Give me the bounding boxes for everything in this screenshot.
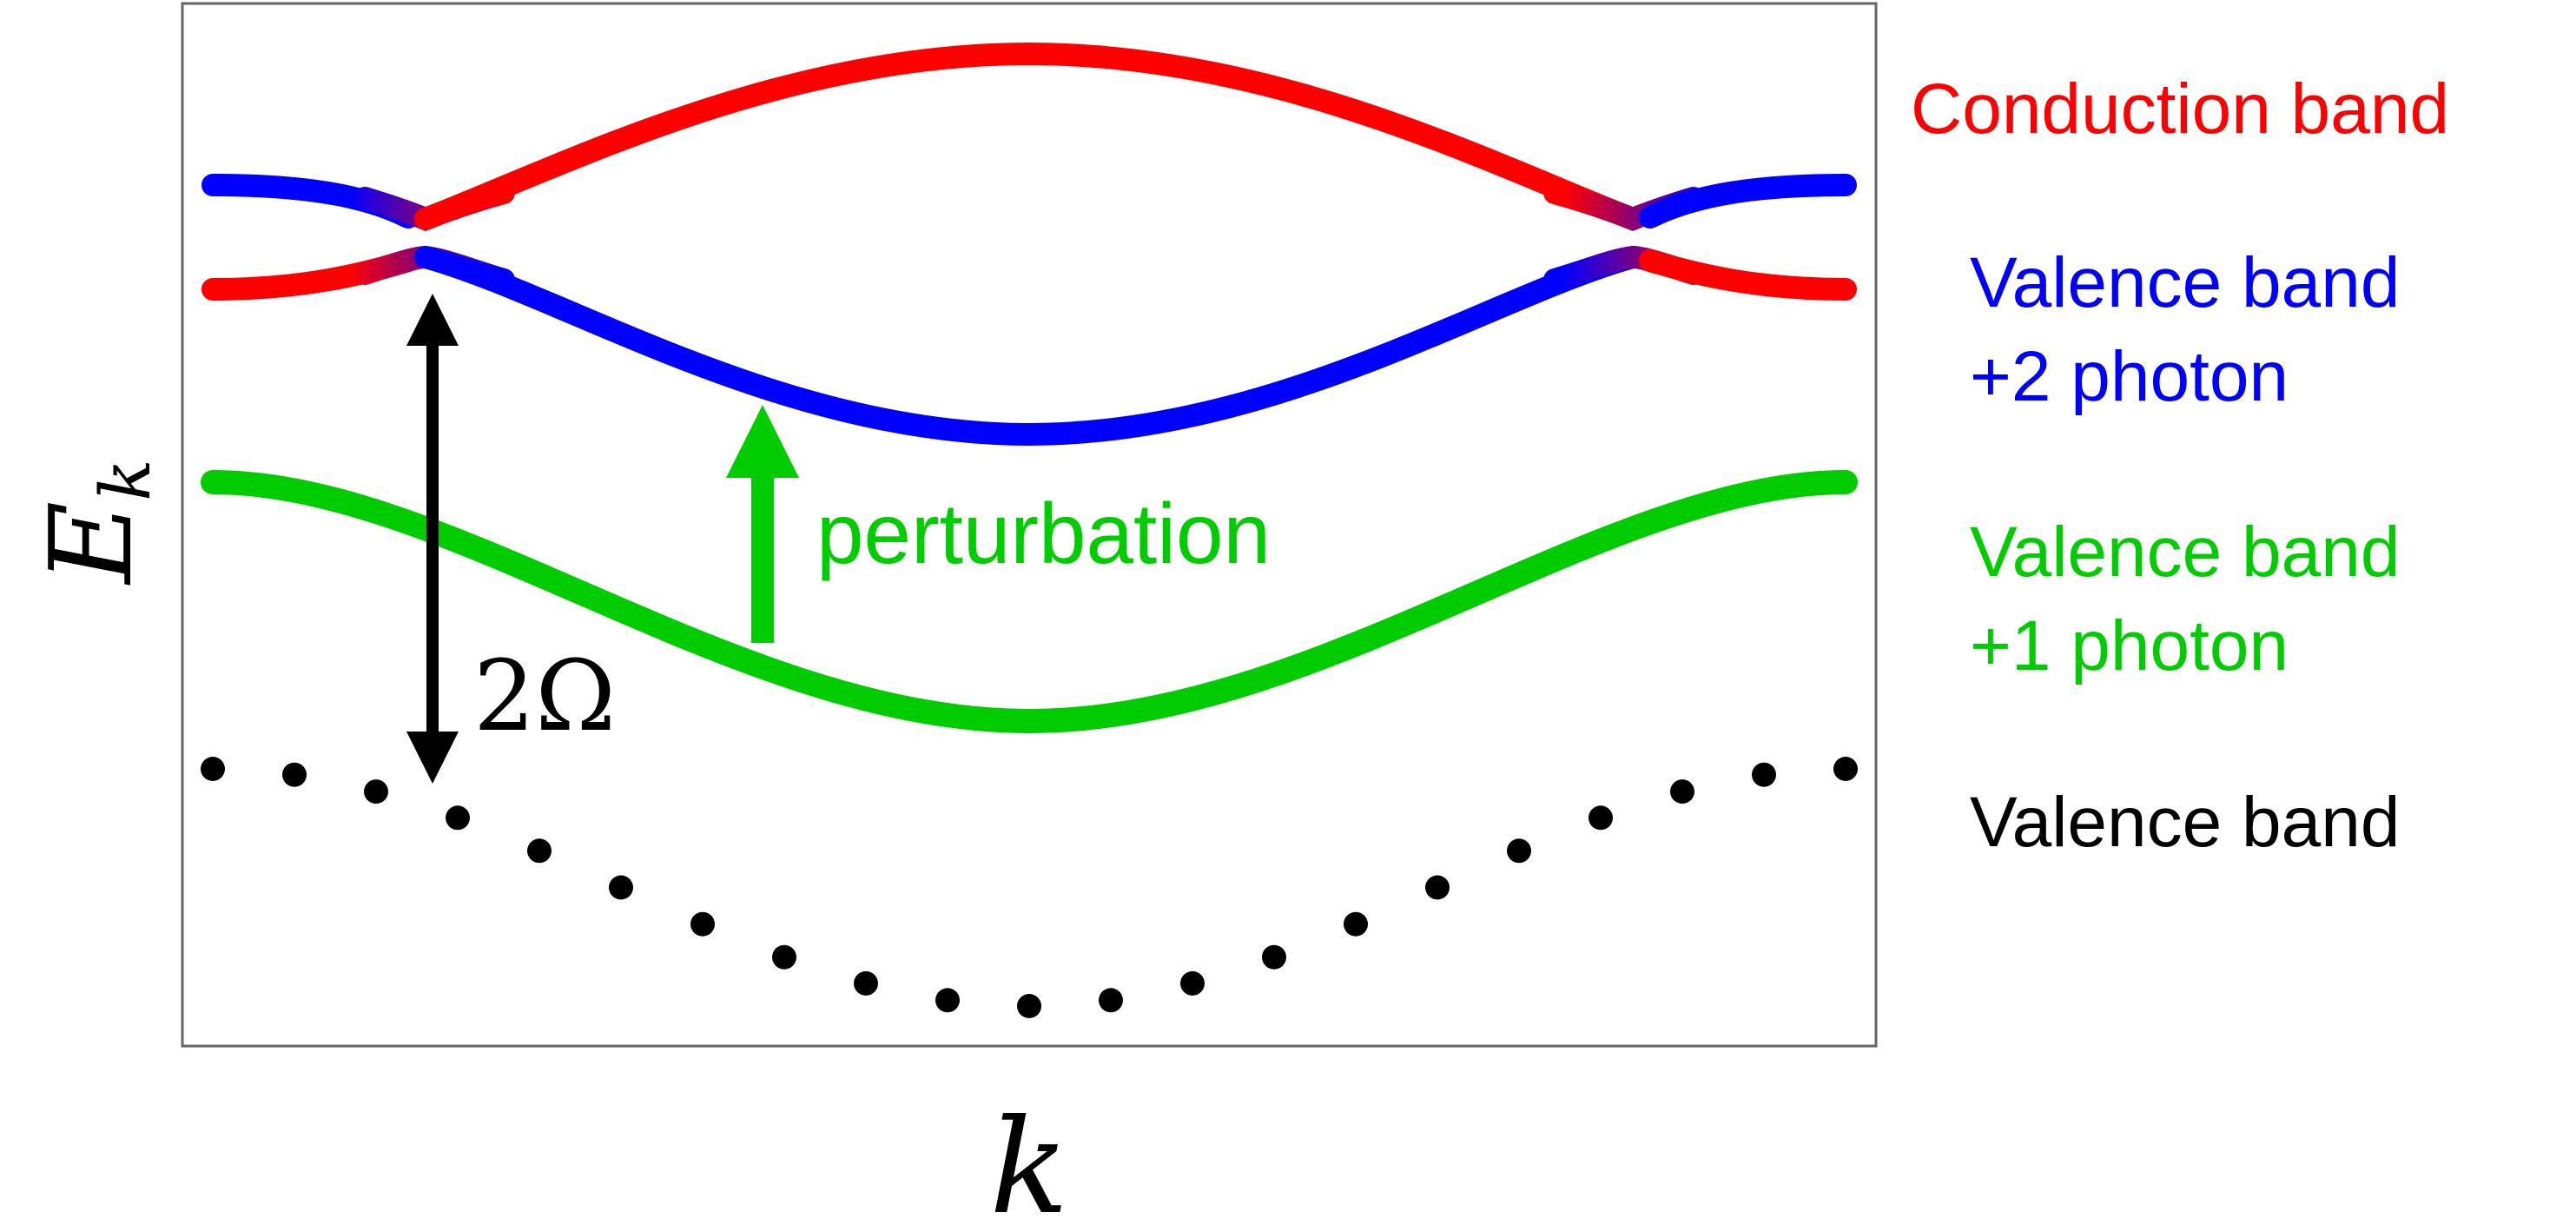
upper-band-middle-red [414,42,1644,230]
legend-conduction-text: Conduction band [1911,70,2450,149]
gap-arrow-head-bottom [406,732,459,784]
legend-valence-plus1: Valence band +1 photon [1970,506,2400,693]
valence-band-dot [1752,762,1776,787]
lower-band-middle-blue [414,246,1644,447]
valence-band-dot [527,838,552,864]
valence-band-dot [1344,911,1368,937]
legend-valence-plus2-line2: +2 photon [1970,337,2289,416]
perturbation-arrow [726,405,799,643]
legend-valence: Valence band [1970,776,2400,870]
valence-band-dot [1670,779,1694,805]
gap-arrow-head-top [406,294,459,346]
legend-valence-plus1-line1: Valence band [1970,513,2401,592]
valence-plus1-band [201,470,1858,734]
plot-frame [181,2,1878,1048]
valence-dotted-band [201,757,1858,1018]
legend-valence-plus2: Valence band +2 photon [1970,236,2400,424]
y-axis-label: Ek [25,459,166,585]
lower-hybrid-band [201,245,1857,447]
gap-arrow [406,294,459,784]
valence-band-dot [282,762,307,787]
valence-band-dot [1262,944,1286,970]
valence-band-dot [1017,994,1041,1018]
legend-conduction: Conduction band [1911,63,2449,156]
valence-band-dot [1180,970,1205,996]
legend-valence-plus2-line1: Valence band [1970,243,2401,322]
valence-band-dot [1425,875,1450,900]
valence-band-dot [1099,988,1123,1013]
valence-band-dot [201,757,225,781]
perturbation-label: perturbation [816,486,1271,581]
valence-band-dot [772,944,796,970]
lower-band-right-red [1639,249,1857,301]
perturbation-arrow-head [726,405,799,478]
legend-valence-text: Valence band [1970,783,2401,862]
upper-band-right-blue [1639,174,1857,228]
x-axis-label: k [990,1092,1069,1225]
upper-hybrid-band [201,42,1857,232]
valence-band-dot [690,911,715,937]
valence-band-dot [1833,757,1858,781]
valence-band-dot [1589,805,1613,831]
legend-valence-plus1-line2: +1 photon [1970,606,2289,685]
valence-band-dot [364,779,388,805]
gap-label: 2Ω [473,640,616,753]
valence-band-dot [609,875,633,900]
valence-band-dot [935,988,960,1013]
valence-band-dot [1507,838,1531,864]
valence-band-dot [854,970,878,996]
valence-band-dot [446,805,470,831]
